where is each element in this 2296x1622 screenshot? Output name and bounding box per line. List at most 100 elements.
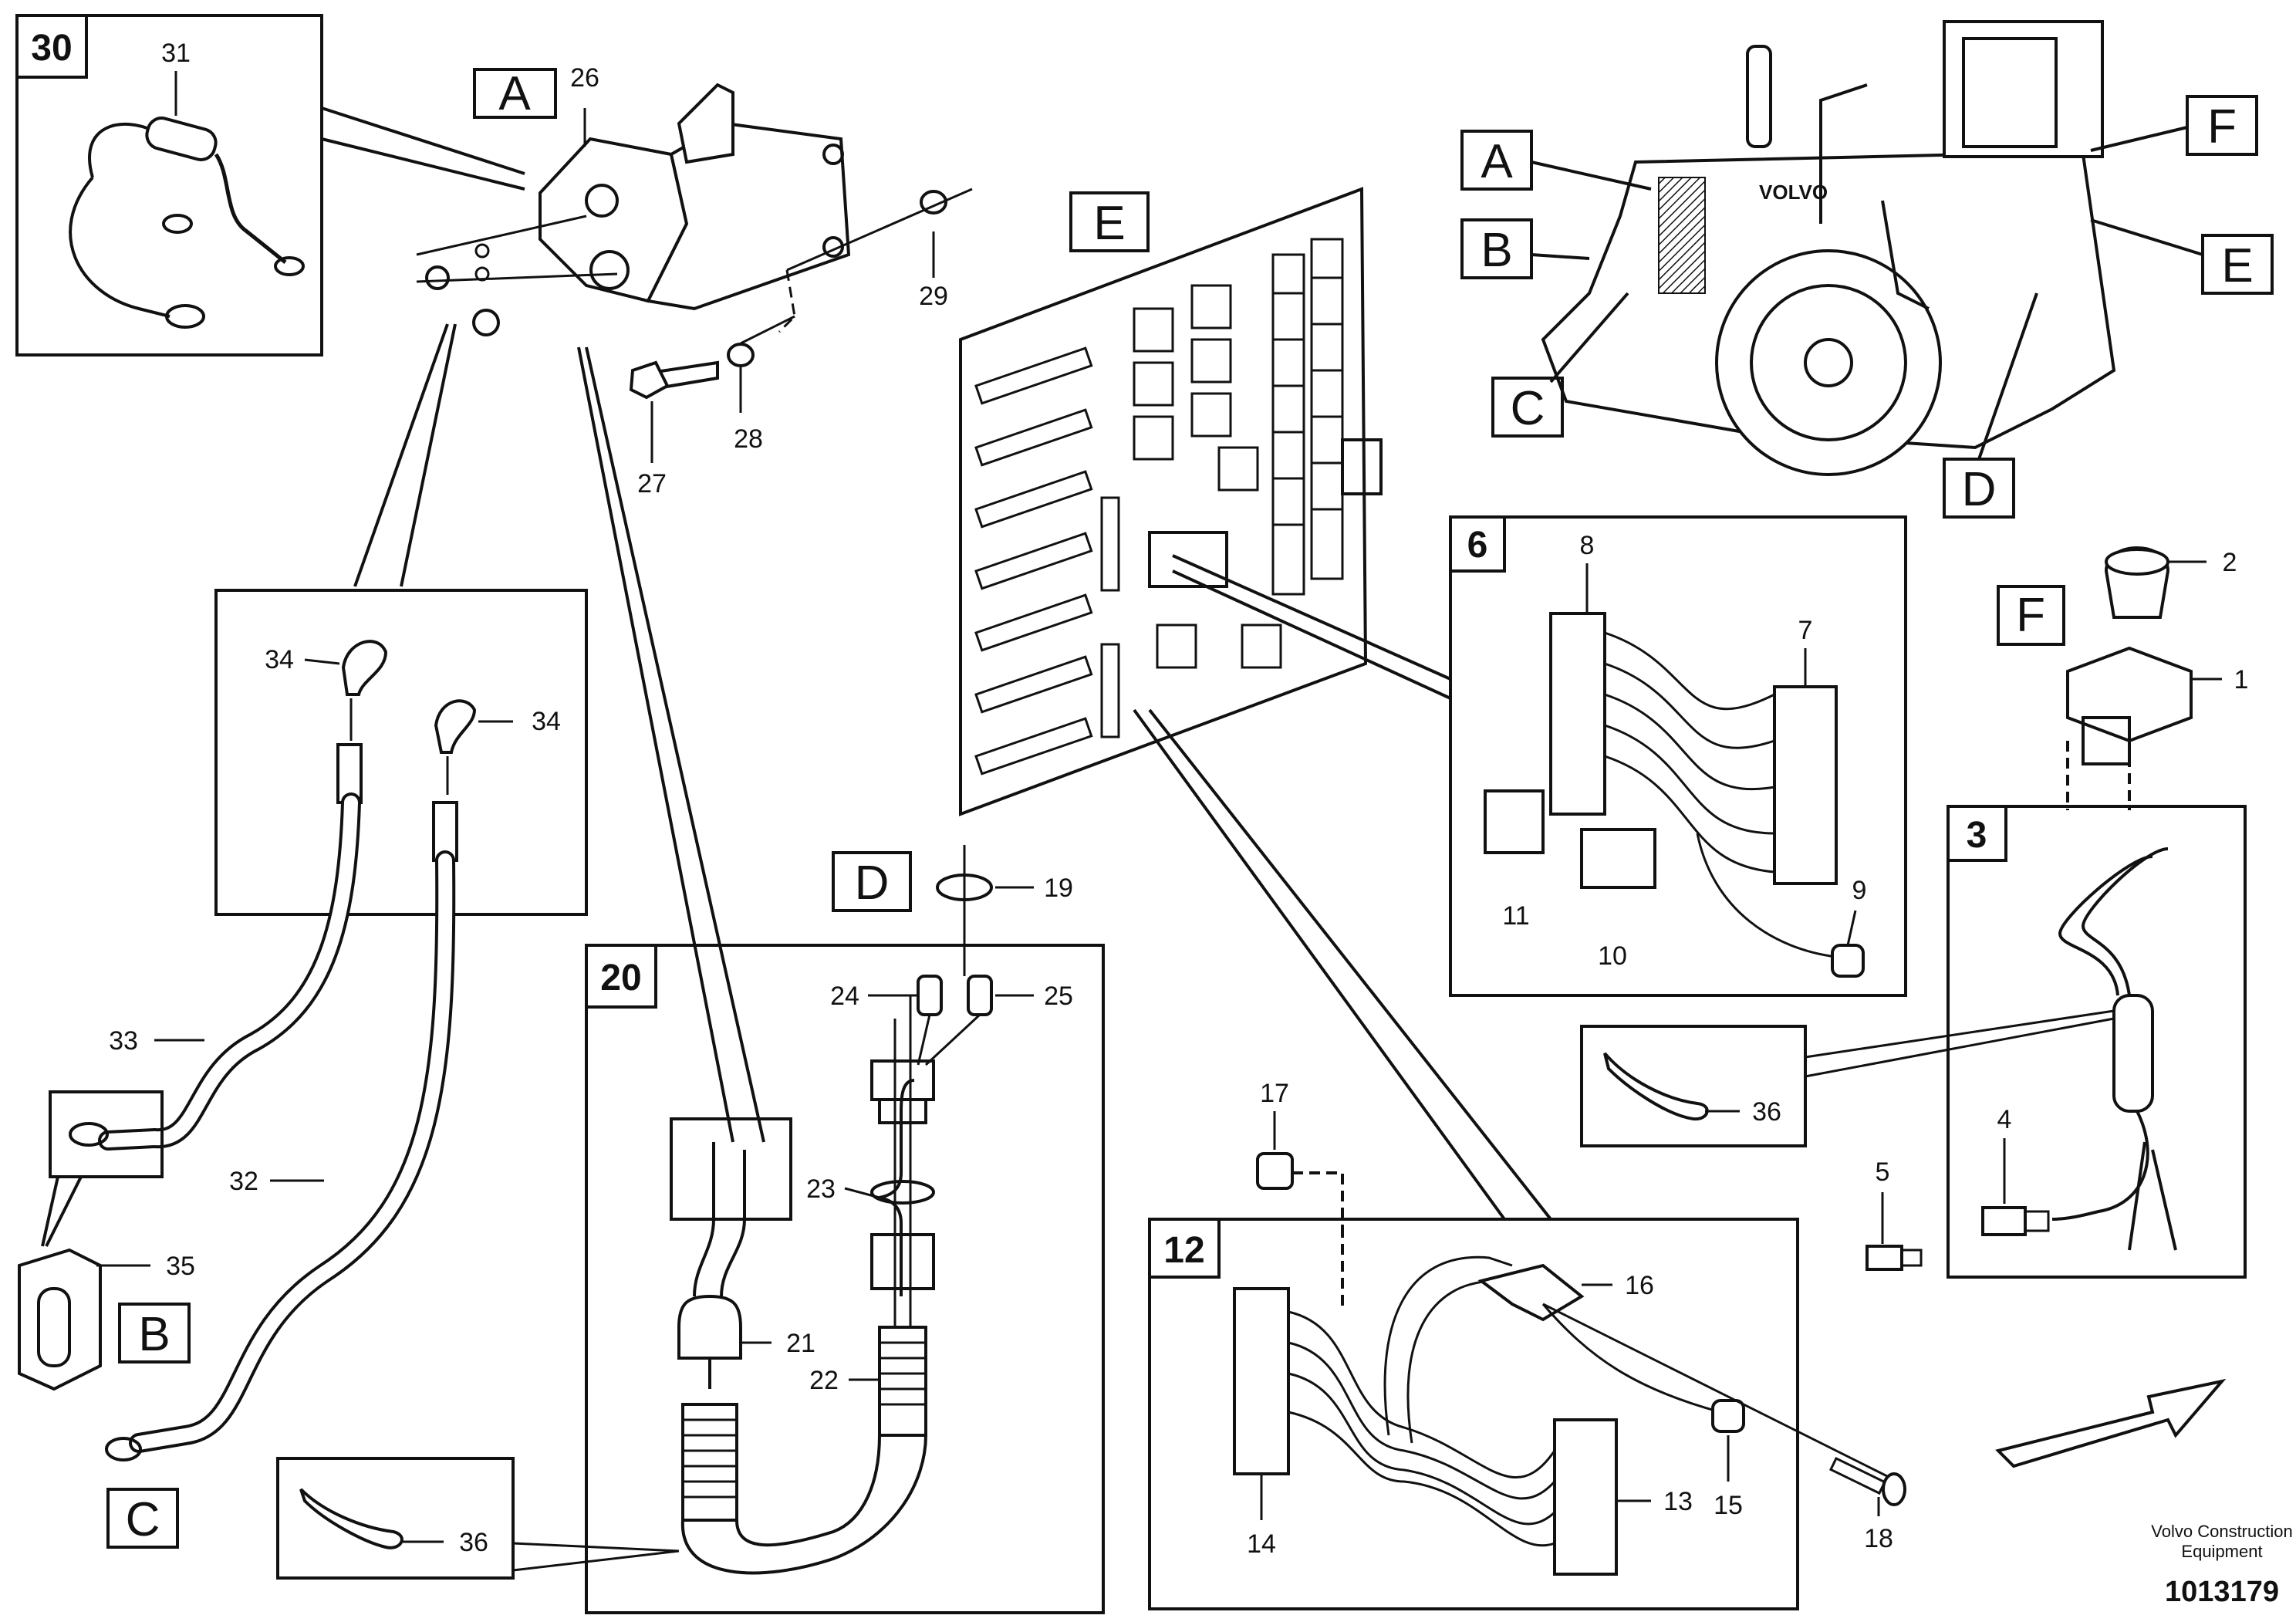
diode-17 <box>1256 1152 1294 1190</box>
part-label-33: 33 <box>109 1026 138 1056</box>
part-label-2: 2 <box>2223 548 2237 577</box>
part-label-26: 26 <box>570 63 599 93</box>
battery-cable-32 <box>129 850 456 1453</box>
detail-box-3: 3 <box>1947 805 2247 1279</box>
terminal-15 <box>1711 1399 1745 1433</box>
footer-company-line1: Volvo Construction <box>2151 1522 2292 1541</box>
part-label-15: 15 <box>1714 1491 1743 1520</box>
leader-line <box>1172 569 1451 700</box>
machine-brand-text: VOLVO <box>1759 181 1828 204</box>
leader-line <box>321 137 525 191</box>
document-number: 1013179 <box>2165 1576 2279 1608</box>
part-label-36-right: 36 <box>1752 1097 1781 1127</box>
connector-11 <box>1484 789 1545 854</box>
detail-box-12: 12 <box>1148 1218 1799 1610</box>
part-label-21: 21 <box>786 1329 815 1358</box>
relay-fuse-board <box>959 187 1383 816</box>
connector-13 <box>1553 1418 1618 1576</box>
cable-tie-inset-right <box>1580 1025 1807 1147</box>
cable-tie-inset-left <box>276 1457 515 1580</box>
machine-ref-B: B <box>1481 224 1512 277</box>
part-label-11: 11 <box>1502 901 1529 931</box>
machine-ref-A: A <box>1481 135 1513 188</box>
leader-line <box>1805 1009 2115 1059</box>
relays <box>1133 284 1282 669</box>
part-label-36-left: 36 <box>459 1528 488 1557</box>
machine-ref-C: C <box>1511 382 1545 435</box>
leader-line <box>1148 708 1552 1221</box>
part-label-24: 24 <box>830 982 859 1011</box>
part-label-22: 22 <box>809 1366 839 1395</box>
connector-10 <box>1580 828 1656 889</box>
machine-ref-D: D <box>1962 463 1997 516</box>
leader-line <box>1805 1017 2115 1078</box>
part-label-17: 17 <box>1260 1079 1289 1108</box>
ref-label-F: F <box>2016 589 2045 642</box>
starter-bracket-assembly: A <box>416 67 973 400</box>
box-number-20: 20 <box>600 958 641 999</box>
ref-label-C: C <box>126 1493 160 1546</box>
machine-ref-E: E <box>2221 239 2253 292</box>
part-label-31: 31 <box>161 39 191 68</box>
part-label-34-b: 34 <box>532 707 561 736</box>
part-label-19: 19 <box>1044 874 1073 903</box>
leader-line <box>585 346 765 1143</box>
part-label-18: 18 <box>1864 1524 1893 1553</box>
detail-box-30: 30 31 <box>15 14 323 357</box>
leader-line <box>577 346 734 1143</box>
fuse-rows <box>1271 238 1383 596</box>
ref-label-B: B <box>138 1308 170 1361</box>
terminal-detail-box <box>214 589 588 916</box>
switch-assembly <box>2066 546 2193 810</box>
ref-label-D: D <box>855 857 890 910</box>
box-number-frame <box>15 14 88 79</box>
leader-line <box>400 323 457 587</box>
screw-18 <box>1542 1303 1906 1506</box>
part-label-7: 7 <box>1798 616 1813 645</box>
connector-4-5 <box>1866 1206 2050 1271</box>
part-label-5: 5 <box>1876 1157 1890 1187</box>
board-connectors <box>974 346 1093 776</box>
leader-line <box>1133 708 1506 1221</box>
machine-ref-F: F <box>2207 100 2237 154</box>
suppressor-capacitor <box>69 117 305 329</box>
protective-tube <box>680 1326 927 1575</box>
detail-box-20: 20 <box>585 944 1105 1614</box>
ref-label-E: E <box>1093 197 1125 250</box>
box-number-6: 6 <box>1467 525 1488 566</box>
wheel-loader-illustration: VOLVO <box>1541 20 2116 476</box>
part-label-28: 28 <box>734 424 763 454</box>
part-label-23: 23 <box>806 1174 836 1204</box>
terminal-9 <box>1831 944 1865 978</box>
part-label-35: 35 <box>166 1252 195 1281</box>
connector-14 <box>1233 1287 1290 1475</box>
leader-line <box>512 1549 680 1572</box>
part-label-34-a: 34 <box>265 645 294 674</box>
direction-arrow-icon <box>1995 1378 2227 1468</box>
leader-line <box>353 323 449 587</box>
part-label-32: 32 <box>229 1167 258 1196</box>
leader-line <box>1172 554 1451 681</box>
part-label-10: 10 <box>1598 941 1627 971</box>
leader-line <box>512 1542 680 1553</box>
detail-box-6: 6 <box>1449 515 1907 997</box>
connector-16 <box>1477 1263 1585 1322</box>
part-label-29: 29 <box>919 282 948 311</box>
part-label-16: 16 <box>1625 1271 1654 1300</box>
part-label-8: 8 <box>1580 531 1595 560</box>
battery-clamp-35 <box>18 1248 102 1391</box>
terminal-inset-box <box>49 1090 164 1178</box>
box-number-12: 12 <box>1163 1230 1204 1271</box>
part-label-1: 1 <box>2234 665 2249 694</box>
part-label-4: 4 <box>1997 1105 2012 1134</box>
part-label-25: 25 <box>1044 982 1073 1011</box>
box-number-3: 3 <box>1967 815 1987 856</box>
ref-label-A: A <box>498 67 531 120</box>
connector-8 <box>1549 612 1606 816</box>
part-label-27: 27 <box>637 469 667 498</box>
part-label-9: 9 <box>1852 876 1867 905</box>
box-number-30: 30 <box>31 28 72 69</box>
footer-company-line2: Equipment <box>2181 1542 2262 1561</box>
connector-7 <box>1773 685 1838 885</box>
